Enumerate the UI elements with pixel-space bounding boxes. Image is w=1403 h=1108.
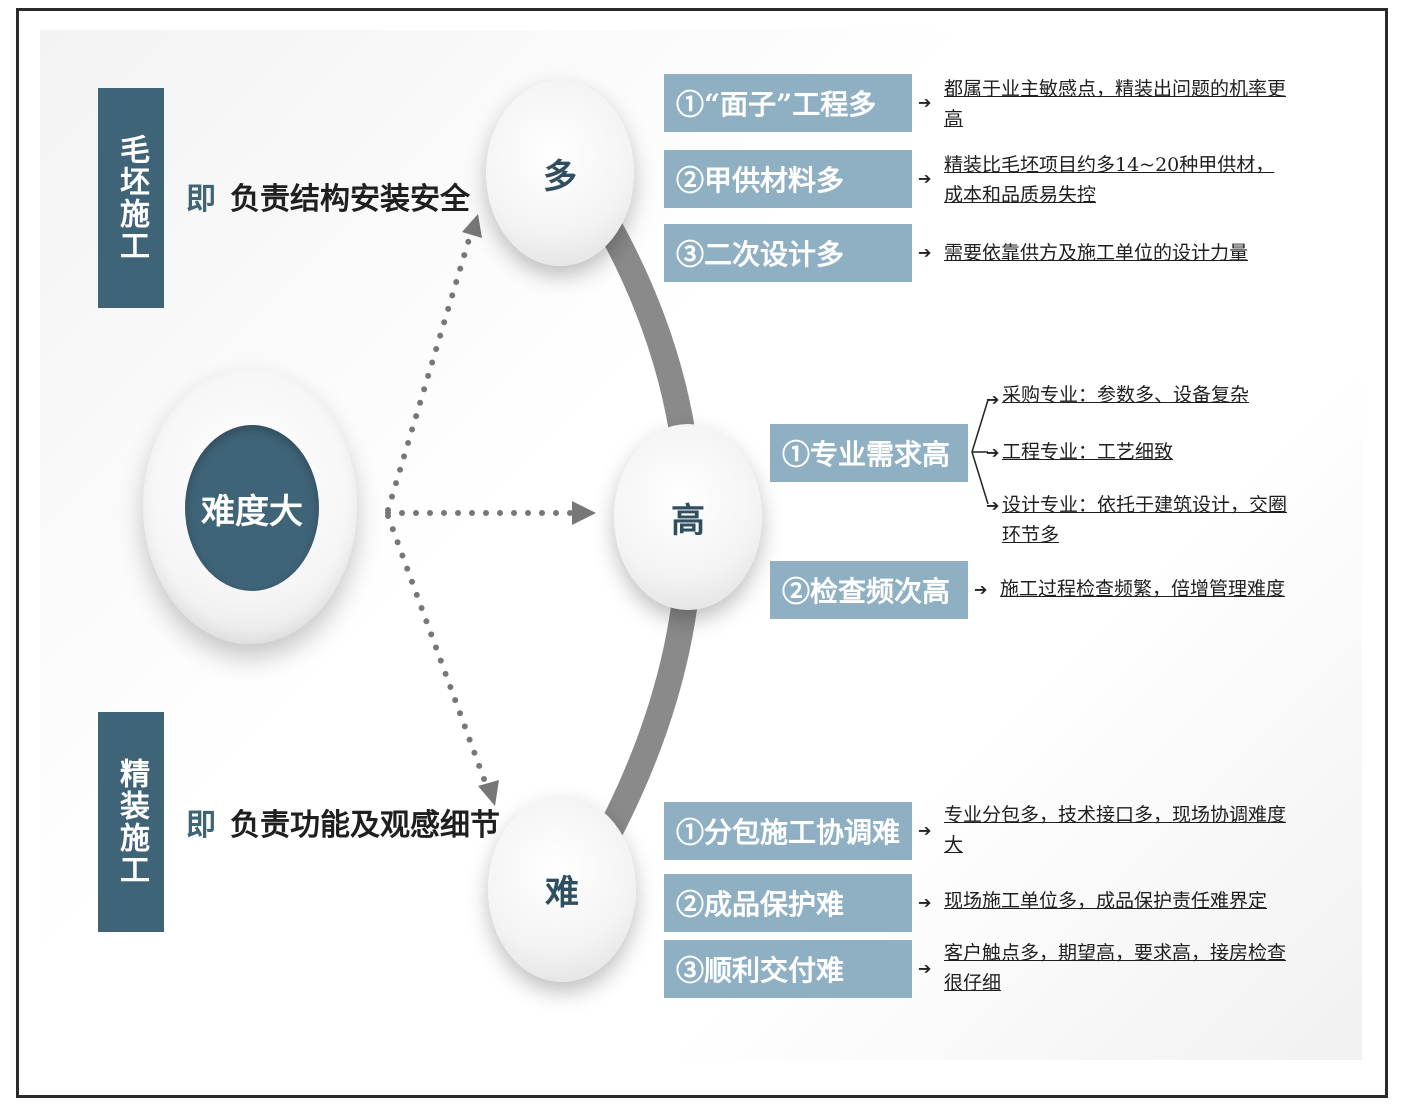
arrow-right-icon: ➔: [974, 580, 988, 599]
duo-item-3: ③二次设计多: [664, 224, 912, 282]
gao-item-2: ②检查频次高: [770, 561, 968, 619]
dotted-arrow-to-duo-head: [462, 214, 482, 238]
nan-note-3: 客户触点多，期望高，要求高，接房检查很仔细: [944, 942, 1287, 994]
nan-note-1: 专业分包多，技术接口多，现场协调难度大: [944, 804, 1287, 856]
gao-note-1b: 工程专业：工艺细致: [1002, 441, 1174, 463]
node-duo: 多: [486, 80, 634, 266]
rough-construction-desc: 即负责结构安装安全: [186, 174, 470, 218]
duo-note-1: 都属于业主敏感点，精装出问题的机率更高: [944, 78, 1287, 130]
arrow-right-icon: ➔: [918, 959, 932, 978]
gao-note-1c: 设计专业：依托于建筑设计，交圈环节多: [1002, 494, 1288, 546]
duo-item-2: ②甲供材料多: [664, 150, 912, 208]
nan-item-1: ①分包施工协调难: [664, 802, 912, 860]
arrow-right-icon: ➔: [918, 893, 932, 912]
node-gao: 高: [614, 424, 762, 610]
arrow-right-icon: ➔: [918, 821, 932, 840]
duo-note-3: 需要依靠供方及施工单位的设计力量: [944, 242, 1249, 264]
brace-line-gao: [971, 399, 989, 505]
arrow-right-icon: ➔: [918, 93, 932, 112]
gao-note-2: 施工过程检查频繁，倍增管理难度: [1000, 578, 1286, 600]
core-label: 难度大: [185, 425, 319, 591]
dotted-arrow-to-gao-head: [572, 501, 596, 525]
duo-item-1: ①“面子”工程多: [664, 74, 912, 132]
rough-construction-prefix: 即: [186, 182, 216, 217]
node-nan: 难: [488, 796, 636, 982]
duo-note-2: 精装比毛坯项目约多14~20种甲供材，成本和品质易失控: [944, 154, 1275, 206]
fine-decoration-prefix: 即: [186, 808, 216, 843]
gao-note-1a: 采购专业：参数多、设备复杂: [1002, 384, 1250, 406]
fine-decoration-box: 精装施工: [98, 712, 164, 932]
fine-decoration-text: 负责功能及观感细节: [230, 808, 500, 843]
arrow-right-icon: ➔: [918, 169, 932, 188]
nan-item-3: ③顺利交付难: [664, 940, 912, 998]
rough-construction-box: 毛坯施工: [98, 88, 164, 308]
dotted-arrow-to-nan-head: [478, 780, 499, 806]
dotted-arrow-to-nan: [385, 513, 491, 793]
dotted-arrow-to-duo: [385, 223, 476, 513]
arrow-right-icon: ➔: [986, 443, 1000, 462]
rough-construction-text: 负责结构安装安全: [230, 182, 470, 217]
arrow-right-icon: ➔: [918, 243, 932, 262]
nan-item-2: ②成品保护难: [664, 874, 912, 932]
arrow-right-icon: ➔: [986, 496, 1000, 515]
nan-note-2: 现场施工单位多，成品保护责任难界定: [944, 890, 1268, 912]
gao-item-1: ①专业需求高: [770, 424, 968, 482]
fine-decoration-desc: 即负责功能及观感细节: [186, 800, 500, 844]
arrow-right-icon: ➔: [986, 390, 1000, 409]
